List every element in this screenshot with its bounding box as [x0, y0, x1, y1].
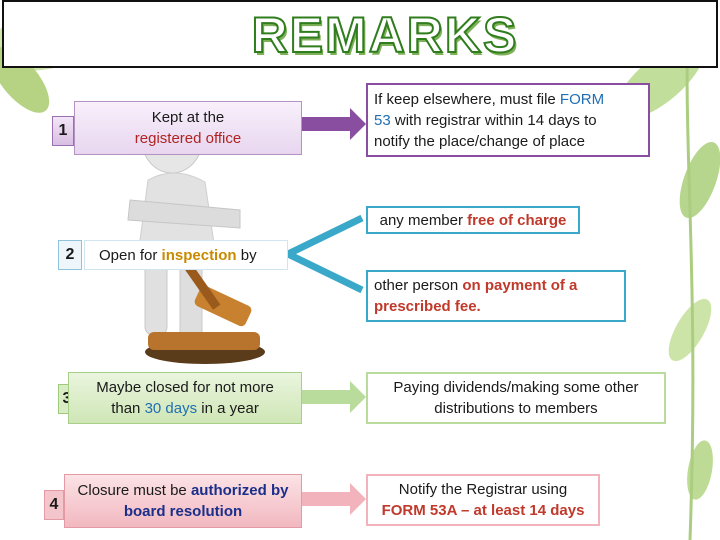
box-text: Maybe closed for not more — [96, 379, 274, 396]
arrow-row1 — [302, 108, 366, 140]
box-text-highlight: registered office — [134, 130, 242, 147]
box-text: any member — [379, 211, 468, 229]
arrow-row4 — [302, 483, 366, 515]
box-text-highlight: 30 days — [144, 400, 198, 417]
number-label: 2 — [65, 246, 75, 263]
left-box-open-for-inspection: Open for inspection by — [84, 240, 288, 270]
box-text: Closure must be — [77, 482, 191, 499]
branch-row2 — [286, 214, 364, 294]
box-text-highlight: FORM — [559, 90, 605, 108]
box-text: Paying dividends/making some other — [393, 379, 639, 396]
left-box-registered-office: Kept at the registered office — [74, 101, 302, 155]
box-text: distributions to members — [434, 400, 598, 417]
left-box-closed-30-days: Maybe closed for not more than 30 days i… — [68, 372, 302, 424]
number-label: 1 — [58, 122, 68, 139]
title-banner: REMARKS — [2, 0, 718, 68]
right-box-paying-dividends: Paying dividends/making some other distr… — [366, 372, 666, 424]
box-text: If keep elsewhere, must file — [374, 90, 560, 108]
gavel-icon — [145, 263, 265, 364]
box-text-highlight: prescribed fee. — [374, 298, 481, 315]
page-title: REMARKS — [251, 6, 519, 64]
box-text: than — [111, 400, 145, 417]
box-text-highlight: FORM 53A – at least 14 days — [381, 502, 585, 519]
box-text: other person — [374, 277, 463, 294]
box-text-highlight: board resolution — [123, 503, 243, 520]
box-text: Notify the Registrar using — [398, 481, 568, 498]
box-text: Kept at the — [151, 109, 225, 126]
box-text-highlight: on payment of a — [462, 277, 578, 294]
right-box-notify-registrar: Notify the Registrar using FORM 53A – at… — [366, 474, 600, 526]
box-text-highlight: authorized by — [190, 482, 289, 499]
right-box-any-member: any member free of charge — [366, 206, 580, 234]
row-number-4: 4 — [44, 490, 64, 520]
box-text: by — [236, 246, 257, 264]
box-text: in a year — [197, 400, 259, 417]
right-box-other-person: other person on payment of a prescribed … — [366, 270, 626, 322]
row-number-2: 2 — [58, 240, 82, 270]
row-number-1: 1 — [52, 116, 74, 146]
arrow-row3 — [302, 381, 366, 413]
box-text: Open for — [99, 246, 162, 264]
box-text-highlight: free of charge — [467, 211, 567, 229]
box-text-highlight: inspection — [161, 246, 237, 264]
left-box-closure-authorized: Closure must be authorized by board reso… — [64, 474, 302, 528]
number-label: 3 — [62, 390, 72, 407]
box-text: with registrar within 14 days to — [390, 111, 597, 129]
number-label: 4 — [49, 496, 59, 513]
box-text-highlight: 53 — [374, 111, 391, 129]
right-box-form-53: If keep elsewhere, must file FORM 53 wit… — [366, 83, 650, 157]
box-text: notify the place/change of place — [374, 132, 585, 150]
